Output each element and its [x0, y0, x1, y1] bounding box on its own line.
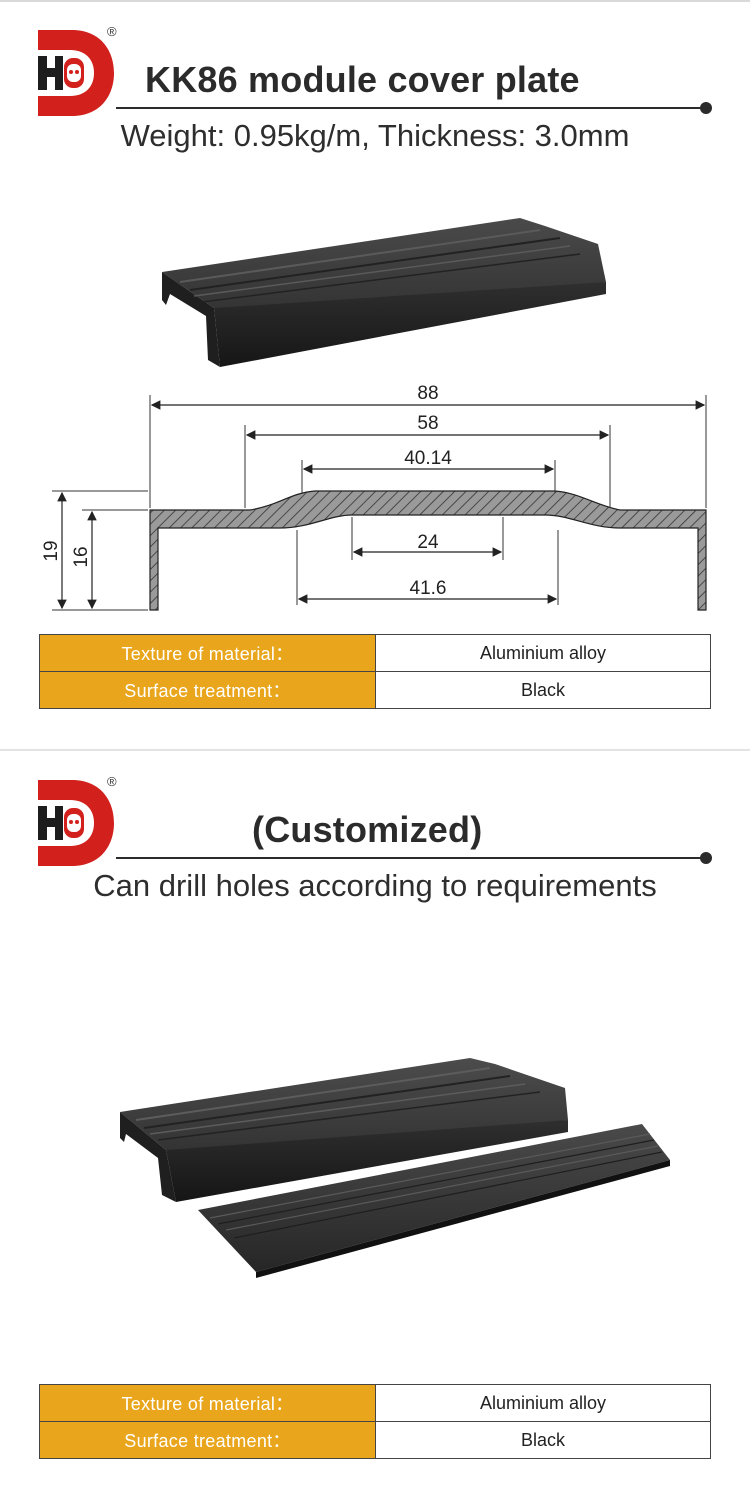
- spec-table: Texture of material： Aluminium alloy Sur…: [39, 1384, 711, 1459]
- dim-41-6: 41.6: [410, 578, 447, 599]
- dim-58: 58: [417, 413, 438, 434]
- section-title: (Customized): [252, 809, 483, 850]
- registered-mark: ®: [107, 774, 117, 789]
- spec-label: Surface treatment：: [39, 671, 376, 709]
- spec-label: Surface treatment：: [39, 1421, 376, 1459]
- spec-value: Aluminium alloy: [375, 634, 711, 672]
- dim-16: 16: [71, 546, 92, 567]
- subtitle: Can drill holes according to requirement…: [93, 868, 657, 903]
- spec-label: Texture of material：: [39, 1384, 376, 1422]
- product-image-cover-plate-pair: [110, 1050, 680, 1285]
- brand-logo-icon: [38, 30, 118, 116]
- spec-value: Black: [375, 1421, 711, 1459]
- product-image-cover-plate: [150, 210, 620, 380]
- title-underline: [116, 107, 706, 109]
- spec-label: Texture of material：: [39, 634, 376, 672]
- underline-dot: [700, 852, 712, 864]
- dim-88: 88: [417, 385, 438, 404]
- spec-table: Texture of material： Aluminium alloy Sur…: [39, 634, 711, 709]
- brand-logo-icon: [38, 780, 118, 866]
- spec-row-material: Texture of material： Aluminium alloy: [39, 1384, 711, 1422]
- spec-row-material: Texture of material： Aluminium alloy: [39, 634, 711, 672]
- cross-section-drawing: 88 58 40.14 24 41.6 19 16: [40, 383, 720, 625]
- section-divider: [0, 749, 750, 751]
- top-border: [0, 0, 750, 2]
- spec-row-surface: Surface treatment： Black: [39, 671, 711, 709]
- spec-value: Aluminium alloy: [375, 1384, 711, 1422]
- dim-40-14: 40.14: [404, 448, 452, 469]
- page-title: KK86 module cover plate: [145, 59, 580, 100]
- underline-dot: [700, 102, 712, 114]
- spec-value: Black: [375, 671, 711, 709]
- registered-mark: ®: [107, 24, 117, 39]
- dim-24: 24: [417, 532, 439, 553]
- dim-19: 19: [41, 540, 62, 561]
- subtitle: Weight: 0.95kg/m, Thickness: 3.0mm: [120, 118, 630, 153]
- spec-row-surface: Surface treatment： Black: [39, 1421, 711, 1459]
- title-underline: [116, 857, 706, 859]
